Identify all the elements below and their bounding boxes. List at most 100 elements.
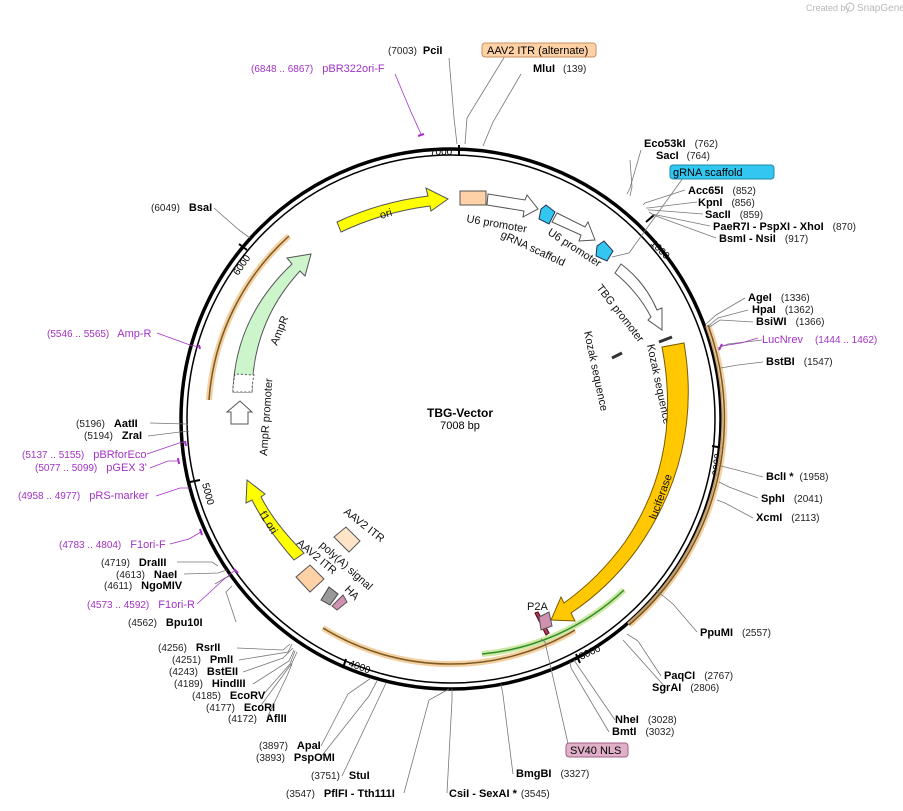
site-bsai[interactable]: (6049)BsaI <box>151 202 212 214</box>
site-xcmi[interactable]: XcmI(2113) <box>756 512 819 524</box>
site-ngomiv[interactable]: (4611)NgoMIV <box>104 580 183 592</box>
site-zrai[interactable]: (5194)ZraI <box>84 430 142 442</box>
tbg-promoter-feature[interactable] <box>614 263 663 331</box>
site-apai[interactable]: (3897)ApaI <box>259 740 321 752</box>
orf-arc-left-line <box>208 235 290 401</box>
u6-promoter-2-feature[interactable] <box>551 212 596 242</box>
site-mlui[interactable]: MluI(139) <box>533 63 586 75</box>
ampr-promoter-label: AmpR promoter <box>258 378 275 457</box>
site-acc65i[interactable]: Acc65I(852) <box>688 185 756 197</box>
sv40-nls-box-label[interactable]: SV40 NLS <box>570 745 621 757</box>
ampr-promoter-feature[interactable] <box>225 400 254 425</box>
grna-scaffold-2-feature[interactable] <box>595 240 614 262</box>
site-naei[interactable]: (4613)NaeI <box>116 569 177 581</box>
site-draiii[interactable]: (4719)DraIII <box>101 557 166 569</box>
backbone-inner-ring <box>186 154 716 684</box>
snapgene-logo-icon <box>845 2 855 12</box>
site-eco53ki[interactable]: Eco53kI(762) <box>644 138 718 150</box>
primer-f1ori-f[interactable]: (4783 .. 4804)F1ori-F <box>59 539 166 551</box>
primer-mark-pbrforeco <box>184 440 187 447</box>
f1-ori-feature[interactable] <box>245 479 305 561</box>
backbone-outer-ring <box>179 147 723 691</box>
primer-mark-amp-r <box>198 344 201 350</box>
restriction-sites: (7003)PciI MluI(139) Eco53kI(762) SacI(7… <box>76 45 856 800</box>
itr-alternate-feature[interactable] <box>459 190 487 206</box>
site-bstbi[interactable]: BstBI(1547) <box>766 356 833 368</box>
primer-f1ori-r[interactable]: (4573 .. 4592)F1ori-R <box>87 599 195 611</box>
site-paer7i-pspxi-xhoi[interactable]: PaeR7I - PspXI - XhoI(870) <box>713 221 856 233</box>
tick-label-3000: 3000 <box>578 643 603 663</box>
site-bpu10i[interactable]: (4562)Bpu10I <box>128 617 203 629</box>
ha-feature[interactable] <box>331 594 348 611</box>
tick-4000 <box>342 658 347 669</box>
site-rsrii[interactable]: (4256)RsrII <box>158 642 220 654</box>
grna-scaffold-box-label[interactable]: gRNA scaffold <box>673 167 743 179</box>
primer-prs-marker[interactable]: (4958 .. 4977)pRS-marker <box>18 490 149 502</box>
aav2-itr-1-feature[interactable] <box>295 564 325 593</box>
ori-label: ori <box>378 207 393 222</box>
primers: (6848 .. 6867)pBR322ori-F LucNrev(1444 .… <box>18 63 877 611</box>
credit-brand: SnapGene <box>857 3 903 14</box>
site-ppumi[interactable]: PpuMI(2557) <box>700 627 771 639</box>
polya-signal-feature[interactable] <box>320 586 339 606</box>
tick-label-5000: 5000 <box>199 482 215 507</box>
p2a-feature[interactable] <box>538 611 553 631</box>
site-paqci[interactable]: PaqCI(2767) <box>664 670 733 682</box>
site-bmgbi[interactable]: BmgBI(3327) <box>516 768 589 780</box>
kozak-2-feature[interactable] <box>611 351 623 360</box>
site-bcli[interactable]: BclI *(1958) <box>766 471 828 483</box>
site-pflfi-tth111i[interactable]: (3547)PflFI - Tth111I <box>286 788 395 800</box>
primer-pbrforeco[interactable]: (5137 .. 5155)pBRforEco <box>22 449 146 461</box>
grna-scaffold-1-feature[interactable] <box>538 204 556 225</box>
tick-label-7000: 7000 <box>430 147 453 158</box>
primer-lucnrev[interactable]: LucNrev(1444 .. 1462) <box>762 334 877 346</box>
ampr-promoter-overlap <box>232 373 255 393</box>
site-ecori[interactable]: (4177)EcoRI <box>206 702 275 714</box>
site-bsteii[interactable]: (4243)BstEII <box>169 666 238 678</box>
primer-pbr322ori-f[interactable]: (6848 .. 6867)pBR322ori-F <box>251 63 385 75</box>
site-sphi[interactable]: SphI(2041) <box>761 493 823 505</box>
site-ecorv[interactable]: (4185)EcoRV <box>192 690 266 702</box>
site-csii-sexai[interactable]: CsiI - SexAI *(3545) <box>449 788 550 800</box>
itr-alternate-box-label[interactable]: AAV2 ITR (alternate) <box>487 45 588 57</box>
orf-arc-right-line <box>628 324 726 626</box>
site-hpai[interactable]: HpaI(1362) <box>752 304 814 316</box>
u6-promoter-1-feature[interactable] <box>486 193 539 218</box>
site-aflii[interactable]: (4172)AflII <box>228 713 287 725</box>
primer-pgex3[interactable]: (5077 .. 5099)pGEX 3' <box>35 462 147 474</box>
luciferase-feature[interactable] <box>550 342 689 622</box>
primer-leader-lines <box>146 73 759 605</box>
credit-prefix: Created by <box>806 3 851 13</box>
site-pcii[interactable]: (7003)PciI <box>388 45 442 57</box>
site-pmli[interactable]: (4251)PmlI <box>172 654 233 666</box>
site-bsiwi[interactable]: BsiWI(1366) <box>756 316 824 328</box>
site-pspomi[interactable]: (3893)PspOMI <box>256 752 335 764</box>
site-stui[interactable]: (3751)StuI <box>311 770 370 782</box>
orf-arc-bottom <box>321 625 577 668</box>
ori-feature[interactable] <box>336 187 449 233</box>
site-aatii[interactable]: (5196)AatII <box>76 418 138 430</box>
primer-mark-pgex3 <box>177 457 180 465</box>
primer-mark-f1ori-r <box>233 568 239 574</box>
itr-alternate-box <box>481 42 597 58</box>
site-sacii[interactable]: SacII(859) <box>705 209 763 221</box>
site-nhei[interactable]: NheI(3028) <box>615 714 677 726</box>
site-bmti[interactable]: BmtI(3032) <box>612 726 674 738</box>
site-saci[interactable]: SacI(764) <box>656 150 710 162</box>
site-hindiii[interactable]: (4189)HindIII <box>174 678 246 690</box>
plasmid-size: 7008 bp <box>440 420 480 432</box>
tick-5000 <box>189 479 201 483</box>
u6-promoter-1-label: U6 promoter <box>465 213 528 235</box>
site-agei[interactable]: AgeI(1336) <box>748 292 810 304</box>
ampr-feature[interactable] <box>232 253 312 393</box>
kozak-1-feature[interactable] <box>658 335 673 344</box>
kozak-2-label: Kozak sequence <box>581 330 610 412</box>
site-kpni[interactable]: KpnI(856) <box>698 197 755 209</box>
site-bsmi-nsii[interactable]: BsmI - NsiI(917) <box>719 233 808 245</box>
aav2-itr-2-feature[interactable] <box>333 526 361 553</box>
tick-1000 <box>645 214 655 223</box>
tick-6000 <box>238 243 248 251</box>
site-sgrai[interactable]: SgrAI(2806) <box>652 682 719 694</box>
primer-amp-r[interactable]: (5546 .. 5565)Amp-R <box>47 328 152 340</box>
